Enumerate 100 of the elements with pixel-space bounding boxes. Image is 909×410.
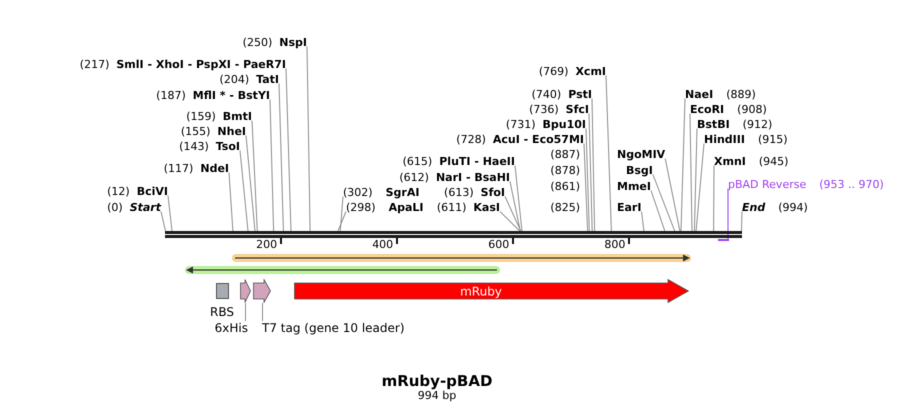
leader-line	[246, 135, 256, 232]
sequence-feature	[240, 279, 251, 303]
enzyme-name: TatI	[256, 72, 279, 86]
enzyme-name: NgoMIV	[617, 148, 666, 160]
leader-line	[252, 120, 258, 232]
leader-line	[664, 158, 680, 232]
site-position: (908)	[737, 102, 767, 116]
tick-label: 200	[256, 238, 278, 251]
enzyme-name: Bpu10I	[542, 118, 586, 130]
site-position: (187)	[156, 88, 186, 102]
site-position: (155)	[180, 124, 210, 138]
site-position: (878)	[550, 164, 580, 176]
leader-line	[338, 211, 346, 232]
enzyme-name: BciVI	[136, 184, 168, 198]
site-position: (217)	[80, 58, 110, 70]
leader-line	[680, 98, 686, 232]
enzyme-name: BmtI	[222, 110, 252, 122]
leader-line	[741, 211, 742, 232]
feature-label: 6xHis	[214, 321, 248, 335]
enzyme-name: EarI	[617, 200, 642, 214]
site-position: (615)	[402, 154, 432, 168]
primer-name: pBAD Reverse	[728, 178, 806, 190]
site-position: (612)	[399, 170, 429, 184]
site-position: (887)	[550, 148, 580, 160]
site-position: (250)	[242, 36, 272, 48]
site-position: (736)	[529, 102, 559, 116]
sequence-feature	[294, 279, 689, 303]
leader-line	[500, 211, 520, 232]
site-position: (731)	[506, 118, 536, 130]
site-position: (613)	[444, 186, 474, 198]
terminus-label: End	[742, 200, 766, 214]
tick-label: 600	[488, 238, 510, 251]
site-position: (769)	[538, 64, 568, 78]
leader-line	[270, 99, 274, 232]
leader-line	[262, 302, 263, 322]
site-position: (159)	[186, 110, 216, 122]
primer-binding-mark	[718, 239, 729, 241]
leader-line	[606, 75, 612, 232]
leader-line	[713, 165, 714, 232]
enzyme-name: HindIII	[704, 132, 745, 146]
site-position: (915)	[758, 132, 788, 146]
enzyme-name: NdeI	[200, 162, 229, 174]
site-position: (994)	[778, 200, 808, 214]
leader-line	[588, 113, 593, 232]
enzyme-name: BstBI	[697, 118, 730, 130]
site-position: (740)	[532, 88, 562, 100]
enzyme-name: AcuI - Eco57MI	[492, 132, 584, 146]
enzyme-name: ApaLI	[388, 200, 424, 214]
leader-line	[504, 196, 522, 232]
enzyme-name: NaeI	[685, 88, 714, 100]
leader-line	[286, 68, 292, 232]
feature-label: RBS	[210, 305, 234, 319]
enzyme-name: MmeI	[617, 180, 651, 192]
tick-label: 800	[604, 238, 626, 251]
enzyme-name: SmlI - XhoI - PspXI - PaeR7I	[116, 58, 286, 70]
site-position: (889)	[726, 88, 756, 100]
enzyme-name: SfcI	[566, 102, 589, 116]
site-position: (143)	[179, 140, 209, 152]
leader-line	[306, 46, 311, 232]
site-position: (204)	[220, 72, 250, 86]
leader-line	[641, 211, 644, 232]
leader-line	[592, 98, 596, 232]
leader-line	[168, 195, 172, 232]
sequence-feature	[253, 279, 271, 303]
enzyme-name: BsgI	[626, 164, 653, 176]
leader-line	[652, 174, 676, 232]
site-position: (728)	[456, 132, 486, 146]
enzyme-name: PstI	[568, 88, 592, 100]
primer-range: (953 .. 970)	[819, 178, 884, 190]
site-position: (12)	[107, 184, 130, 198]
leader-line	[510, 181, 521, 232]
site-position: (825)	[550, 200, 580, 214]
map-title: mRuby-pBAD	[382, 372, 492, 390]
feature-label: T7 tag (gene 10 leader)	[262, 321, 405, 335]
enzyme-name: XmnI	[714, 154, 746, 168]
enzyme-name: SgrAI	[386, 186, 420, 198]
enzyme-name: TsoI	[216, 140, 240, 152]
enzyme-name: MflI * - BstYI	[192, 88, 270, 102]
open-reading-frame	[185, 265, 500, 275]
leader-line	[650, 190, 666, 232]
enzyme-name: XcmI	[575, 64, 606, 78]
leader-line	[694, 128, 698, 232]
site-position: (611)	[436, 200, 466, 214]
sequence-length: 994 bp	[418, 389, 456, 403]
leader-line	[340, 196, 344, 232]
site-position: (117)	[164, 162, 194, 174]
leader-line	[240, 150, 248, 232]
leader-line	[245, 302, 246, 322]
enzyme-name: NspI	[279, 36, 307, 48]
enzyme-name: NheI	[217, 124, 246, 138]
enzyme-name: PluTI - HaeII	[439, 154, 515, 168]
sequence-backbone	[165, 231, 742, 238]
leader-line	[584, 143, 588, 232]
site-position: (298)	[346, 200, 376, 214]
tick-label: 400	[372, 238, 394, 251]
leader-line	[690, 113, 692, 232]
enzyme-name: EcoRI	[690, 102, 724, 116]
site-position: (302)	[343, 186, 373, 198]
leader-line	[228, 172, 234, 232]
leader-line	[586, 128, 590, 232]
